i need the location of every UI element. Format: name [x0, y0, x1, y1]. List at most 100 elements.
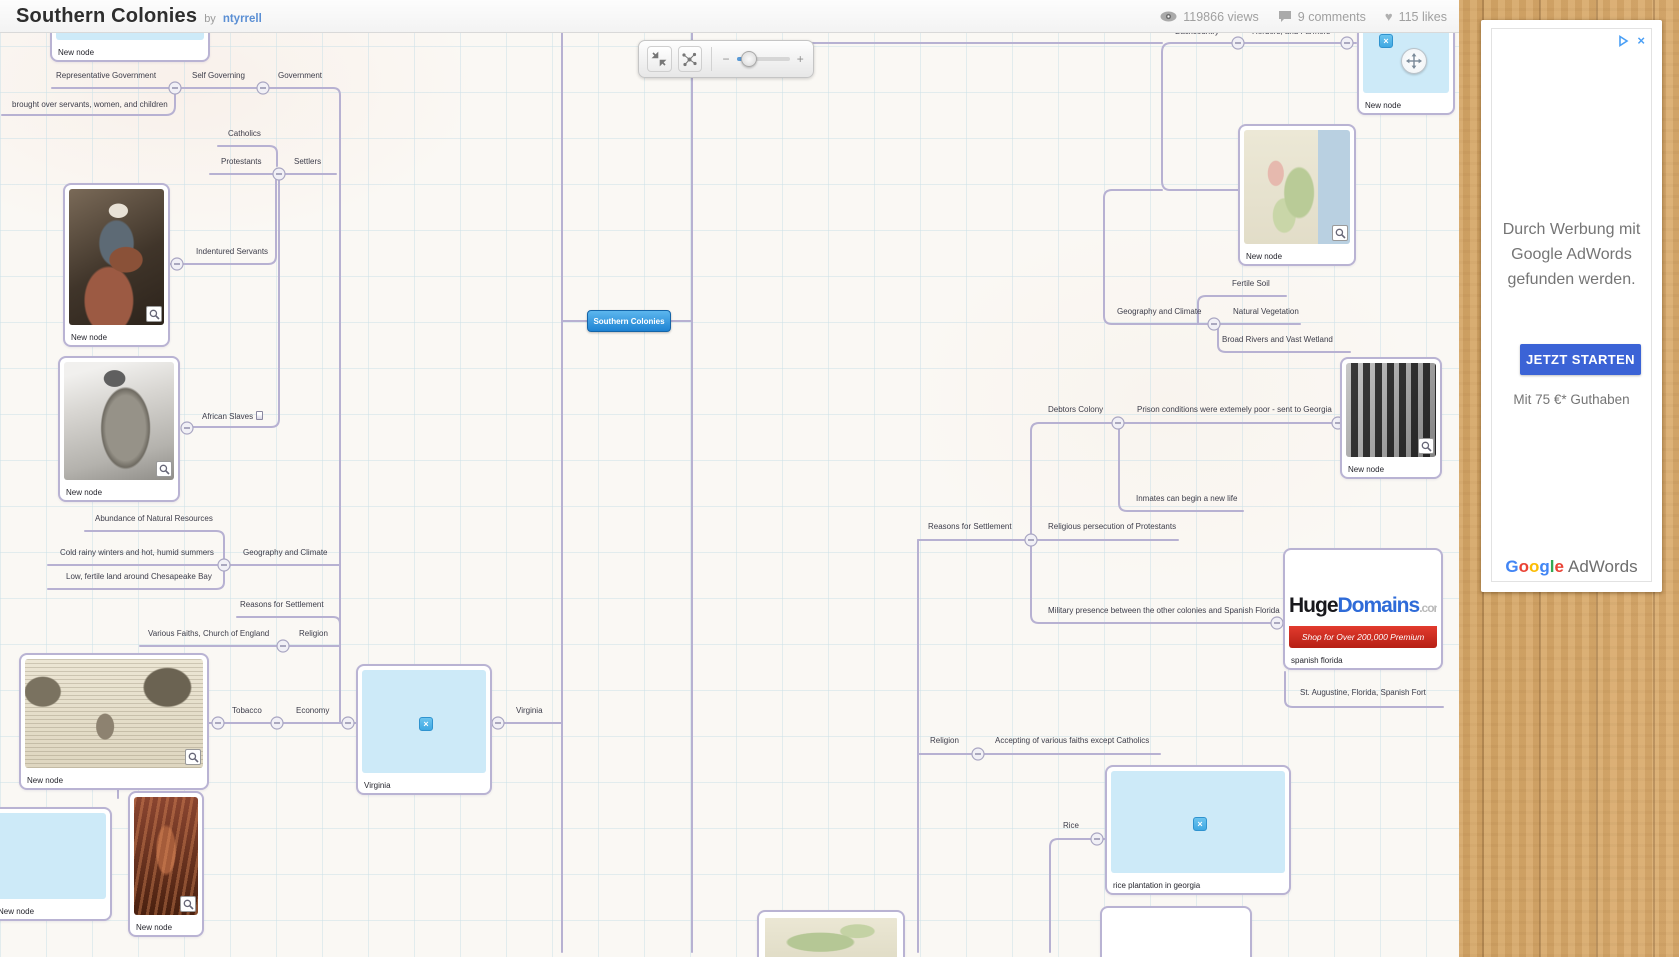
map-node-label[interactable]: St. Augustine, Florida, Spanish Fort [1300, 688, 1426, 697]
node-caption: New node [58, 48, 95, 57]
ad-copy-line3: gefunden werden. [1507, 271, 1636, 288]
map-node-label[interactable]: Protestants [221, 157, 262, 166]
hugedomains-tagline: Shop for Over 200,000 Premium [1289, 626, 1437, 648]
image-node-hugedomains-image[interactable]: HugeDomains.comShop for Over 200,000 Pre… [1283, 548, 1443, 670]
map-node-label[interactable]: Broad Rivers and Vast Wetland [1222, 335, 1333, 344]
adchoices-icon[interactable] [1617, 34, 1631, 47]
comments-count: 9 comments [1297, 9, 1366, 24]
ad-copy: Durch Werbung mit Google AdWords gefunde… [1492, 217, 1651, 292]
broken-image-close-button[interactable]: × [1379, 34, 1393, 48]
image-node-plantation-engraving[interactable]: New node [19, 653, 209, 790]
map-node-label[interactable]: African Slaves [202, 411, 264, 421]
magnifier-icon[interactable] [185, 749, 201, 765]
map-node-label[interactable]: Accepting of various faiths except Catho… [995, 736, 1150, 745]
zoom-out-button[interactable]: − [722, 52, 730, 66]
branch-lines [1, 19, 1444, 953]
node-caption: spanish florida [1291, 656, 1343, 665]
image-node-jail-photo[interactable]: New node [1340, 357, 1442, 479]
node-caption: New node [1348, 465, 1385, 474]
zoom-slider[interactable] [736, 51, 790, 67]
magnifier-icon[interactable] [180, 896, 196, 912]
ad-panel: × Durch Werbung mit Google AdWords gefun… [1481, 20, 1662, 592]
image-node-bottomleft-placeholder[interactable]: New node [0, 807, 112, 921]
map-node-label[interactable]: Religion [930, 736, 959, 745]
canvas-toolbar: − + [638, 40, 814, 78]
map-node-label[interactable]: Rice [1063, 821, 1080, 830]
map-node-label[interactable]: Indentured Servants [196, 247, 269, 256]
image-node-colonies-map[interactable]: New node [1238, 124, 1356, 266]
map-node-label[interactable]: Natural Vegetation [1233, 307, 1299, 316]
map-node-label[interactable]: Settlers [294, 157, 322, 166]
image-node-tobacco-photo[interactable]: New node [128, 791, 204, 937]
map-node-label[interactable]: Geography and Climate [1117, 307, 1202, 316]
map-node-label[interactable]: Debtors Colony [1048, 405, 1104, 414]
broken-image-placeholder [0, 813, 106, 899]
author-link[interactable]: ntyrrell [222, 12, 262, 25]
image-node-indentured-photo[interactable]: New node [63, 183, 170, 347]
image-node-slave-photo[interactable]: New node [58, 356, 180, 502]
image-node-rice-placeholder[interactable]: × rice plantation in georgia [1105, 765, 1291, 895]
adchoices-controls: × [1617, 34, 1645, 47]
comment-bubble-icon [1278, 11, 1291, 22]
image-node-bottom-map[interactable] [757, 910, 905, 957]
map-node-label[interactable]: Virginia [516, 706, 543, 715]
magnifier-icon[interactable] [156, 461, 172, 477]
map-node-label[interactable]: Various Faiths, Church of England [148, 629, 270, 638]
auto-layout-button[interactable] [677, 46, 703, 72]
map-node-label[interactable]: Reasons for Settlement [240, 600, 324, 609]
magnifier-icon[interactable] [146, 306, 162, 322]
app-header: Southern Colonies by ntyrrell 119866 vie… [0, 0, 1459, 33]
collapse-toggles[interactable] [168, 36, 1354, 846]
huge-image: HugeDomains.comShop for Over 200,000 Pre… [1289, 554, 1437, 648]
map-node-label[interactable]: Abundance of Natural Resources [95, 514, 213, 523]
comments-stat[interactable]: 9 comments [1278, 10, 1366, 24]
map-node-label[interactable]: Cold rainy winters and hot, humid summer… [60, 548, 214, 557]
title-block: Southern Colonies by ntyrrell [16, 5, 262, 28]
header-stats: 119866 views 9 comments ♥ 115 likes [1160, 0, 1447, 33]
map-node-label[interactable]: Government [278, 71, 323, 80]
map-node-label[interactable]: Prison conditions were extemely poor - s… [1137, 405, 1332, 414]
node-caption: rice plantation in georgia [1113, 881, 1201, 890]
likes-count: 115 likes [1398, 9, 1447, 24]
map-node-label[interactable]: Tobacco [232, 706, 262, 715]
tobacco-image [134, 797, 198, 915]
node-caption: New node [0, 907, 35, 916]
map-node-label[interactable]: Low, fertile land around Chesapeake Bay [66, 572, 212, 581]
map-node-label[interactable]: Reasons for Settlement [928, 522, 1012, 531]
ad-frame: × Durch Werbung mit Google AdWords gefun… [1491, 28, 1652, 582]
zoom-slider-knob[interactable] [740, 51, 757, 67]
map-node-label[interactable]: Military presence between the other colo… [1048, 606, 1280, 615]
fit-to-screen-button[interactable] [647, 46, 672, 72]
map-node-label[interactable]: Religious persecution of Protestants [1048, 522, 1177, 531]
map-node-label[interactable]: Inmates can begin a new life [1136, 494, 1238, 503]
node-caption: New node [1246, 252, 1283, 261]
map-node-label[interactable]: Religion [299, 629, 328, 638]
zoom-in-button[interactable]: + [796, 52, 804, 66]
root-node-southern-colonies[interactable]: Southern Colonies [587, 310, 671, 332]
map-node-label[interactable]: brought over servants, women, and childr… [12, 100, 168, 109]
engraving-image [25, 659, 203, 768]
map-node-label[interactable]: Economy [296, 706, 330, 715]
map-node-label[interactable]: Catholics [228, 129, 261, 138]
magnifier-icon[interactable] [1418, 438, 1434, 454]
ad-subtext: Mit 75 €* Guthaben [1513, 392, 1630, 407]
node-caption: New node [71, 333, 108, 342]
node-caption: New node [1365, 101, 1402, 110]
map-node-label[interactable]: Fertile Soil [1232, 279, 1270, 288]
map-node-label[interactable]: Geography and Climate [243, 548, 328, 557]
broken-image-close-button[interactable]: × [419, 717, 433, 731]
map-node-label[interactable]: Self Governing [192, 71, 245, 80]
image-node-virginia-placeholder[interactable]: ×Virginia [356, 664, 492, 795]
map-node-label[interactable]: Representative Government [56, 71, 157, 80]
likes-stat[interactable]: ♥ 115 likes [1385, 10, 1447, 24]
attachment-icon[interactable] [256, 411, 264, 420]
broken-image-close-button[interactable]: × [1193, 817, 1207, 831]
center-map-button[interactable] [1401, 48, 1427, 74]
magnifier-icon[interactable] [1332, 225, 1348, 241]
image-node-bottom-empty[interactable] [1100, 906, 1252, 957]
ad-close-icon[interactable]: × [1637, 33, 1645, 48]
ad-cta-button[interactable]: JETZT STARTEN [1520, 344, 1641, 375]
views-stat: 119866 views [1160, 10, 1259, 24]
